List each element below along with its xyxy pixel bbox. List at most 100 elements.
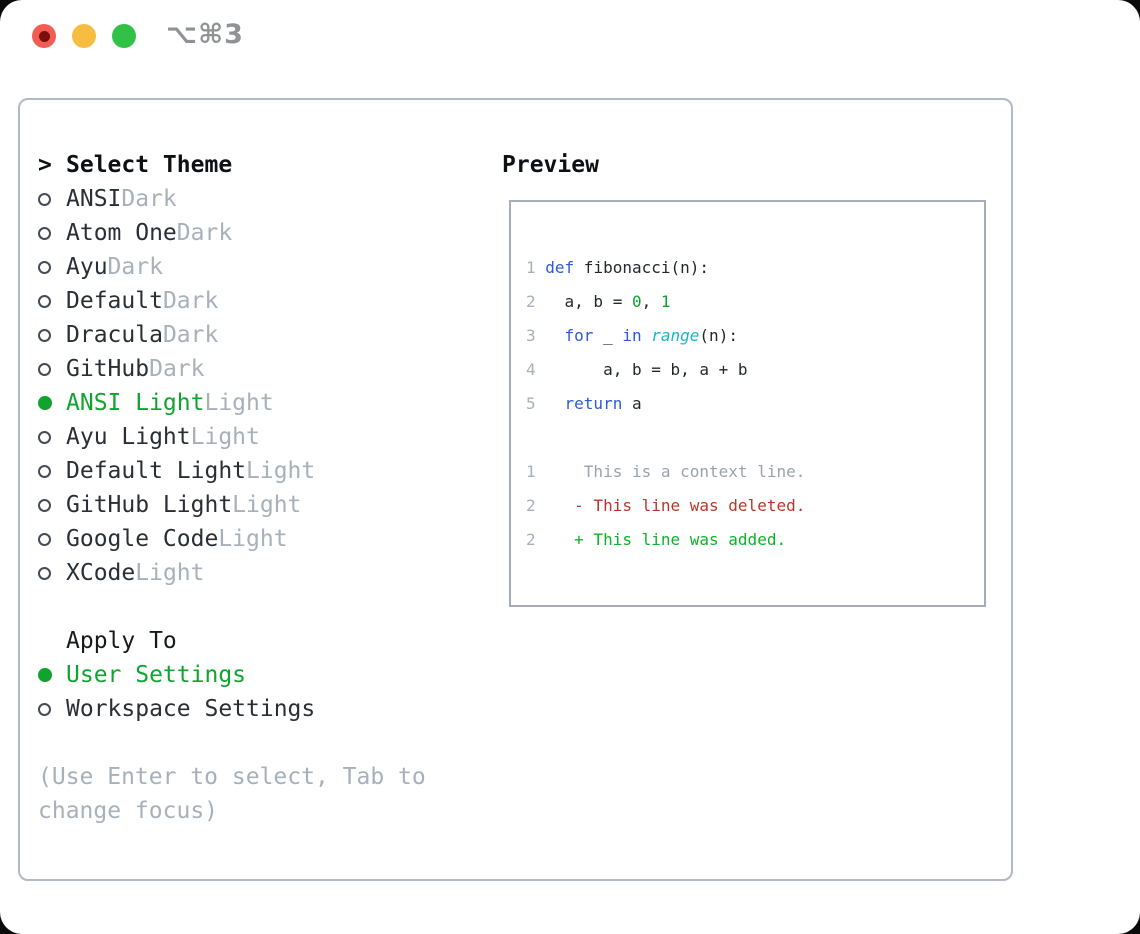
theme-option-github-light[interactable]: GitHub Light Light — [38, 488, 426, 522]
theme-option-label: Atom One — [66, 220, 177, 246]
radio-icon — [38, 192, 51, 206]
theme-variant-label: Light — [204, 390, 274, 416]
code-segment-del: - This line was deleted. — [545, 495, 806, 515]
theme-option-google-code[interactable]: Google Code Light — [38, 522, 426, 556]
code-line: 2 - This line was deleted. — [526, 488, 984, 522]
theme-option-label: Ayu — [66, 254, 108, 280]
theme-variant-label: Light — [190, 424, 260, 450]
code-segment-kw: return — [564, 393, 623, 413]
theme-option-label: GitHub — [66, 356, 150, 382]
radio-selected-icon — [38, 668, 52, 682]
close-dot-icon — [38, 30, 50, 42]
code-segment-num: 0 — [631, 291, 642, 311]
code-line: 2 + This line was added. — [526, 522, 984, 556]
spacer — [38, 726, 426, 760]
theme-variant-label: Light — [218, 526, 288, 552]
theme-variant-label: Light — [135, 560, 205, 586]
code-segment-fg: (n): — [699, 325, 738, 345]
theme-option-label: GitHub Light — [66, 492, 233, 518]
radio-icon — [38, 464, 51, 478]
line-number: 5 — [526, 393, 546, 413]
apply-to-option-workspace-settings[interactable]: Workspace Settings — [38, 692, 426, 726]
apply-to-option-user-settings[interactable]: User Settings — [38, 658, 426, 692]
theme-option-label: ANSI Light — [66, 390, 205, 416]
line-number: 2 — [526, 529, 546, 549]
theme-list-title: Select Theme — [66, 152, 233, 178]
theme-option-github[interactable]: GitHub Dark — [38, 352, 426, 386]
help-text-line-1: (Use Enter to select, Tab to — [38, 764, 426, 790]
radio-icon — [38, 328, 51, 342]
line-number: 1 — [526, 461, 546, 481]
theme-variant-label: Dark — [107, 254, 163, 280]
radio-icon — [38, 226, 51, 240]
preview-title: Preview — [502, 152, 599, 178]
theme-variant-label: Dark — [176, 220, 233, 246]
spacer — [38, 590, 426, 624]
theme-variant-label: Dark — [149, 356, 205, 382]
theme-option-ayu[interactable]: Ayu Dark — [38, 250, 426, 284]
line-number: 3 — [526, 325, 546, 345]
code-segment-fg: a, b = b, a + b — [545, 359, 748, 379]
theme-variant-label: Dark — [162, 288, 219, 314]
code-segment-fg — [545, 326, 564, 345]
theme-option-default-light[interactable]: Default Light Light — [38, 454, 426, 488]
code-segment-fg: a, b = — [545, 291, 632, 311]
close-button[interactable] — [32, 24, 56, 48]
prompt-icon: > — [38, 152, 52, 178]
code-line: 5 return a — [526, 386, 984, 420]
apply-to-header: Apply To — [38, 624, 426, 658]
theme-option-label: Google Code — [66, 526, 219, 552]
code-segment-fg — [545, 394, 564, 413]
theme-option-label: Default Light — [66, 458, 247, 484]
code-blank-line — [526, 420, 984, 454]
maximize-button[interactable] — [112, 24, 136, 48]
code-line: 2 a, b = 0, 1 — [526, 284, 984, 318]
code-line: 3 for _ in range(n): — [526, 318, 984, 352]
theme-option-label: Default — [66, 288, 163, 314]
code-segment-kw: in — [622, 325, 642, 345]
theme-option-label: Dracula — [66, 322, 163, 348]
radio-icon — [38, 294, 51, 308]
theme-option-xcode[interactable]: XCode Light — [38, 556, 426, 590]
theme-option-atom-one[interactable]: Atom One Dark — [38, 216, 426, 250]
code-segment-fg: , — [641, 291, 661, 311]
code-segment-kw: def — [545, 257, 575, 277]
code-line: 4 a, b = b, a + b — [526, 352, 984, 386]
radio-icon — [38, 566, 51, 580]
code-line: 1 This is a context line. — [526, 454, 984, 488]
theme-option-label: XCode — [66, 560, 136, 586]
radio-icon — [38, 362, 51, 376]
line-number: 4 — [526, 359, 546, 379]
code-segment-num: 1 — [660, 291, 671, 311]
theme-list-header: > Select Theme — [38, 148, 426, 182]
theme-variant-label: Light — [246, 458, 316, 484]
line-number: 2 — [526, 291, 546, 311]
theme-option-default[interactable]: Default Dark — [38, 284, 426, 318]
code-segment-add: + This line was added. — [545, 529, 787, 549]
line-number: 2 — [526, 495, 546, 515]
radio-icon — [38, 430, 51, 444]
theme-variant-label: Dark — [162, 322, 219, 348]
radio-icon — [38, 498, 51, 512]
code-segment-kw: for — [564, 325, 594, 345]
window-shortcut-label: ⌥⌘3 — [166, 19, 244, 50]
code-segment-ctx: This is a context line. — [545, 461, 806, 481]
theme-option-ansi[interactable]: ANSI Dark — [38, 182, 426, 216]
line-number: 1 — [526, 257, 546, 277]
code-segment-fg: fibonacci(n): — [574, 257, 710, 277]
theme-option-dracula[interactable]: Dracula Dark — [38, 318, 426, 352]
theme-option-ansi-light[interactable]: ANSI Light Light — [38, 386, 426, 420]
minimize-button[interactable] — [72, 24, 96, 48]
code-segment-fg — [642, 326, 652, 345]
radio-icon — [38, 532, 51, 546]
theme-variant-label: Dark — [121, 186, 177, 212]
theme-option-label: ANSI — [66, 186, 122, 212]
apply-to-option-label: Workspace Settings — [66, 696, 316, 722]
theme-option-ayu-light[interactable]: Ayu Light Light — [38, 420, 426, 454]
apply-to-title: Apply To — [66, 628, 177, 654]
theme-variant-label: Light — [232, 492, 302, 518]
